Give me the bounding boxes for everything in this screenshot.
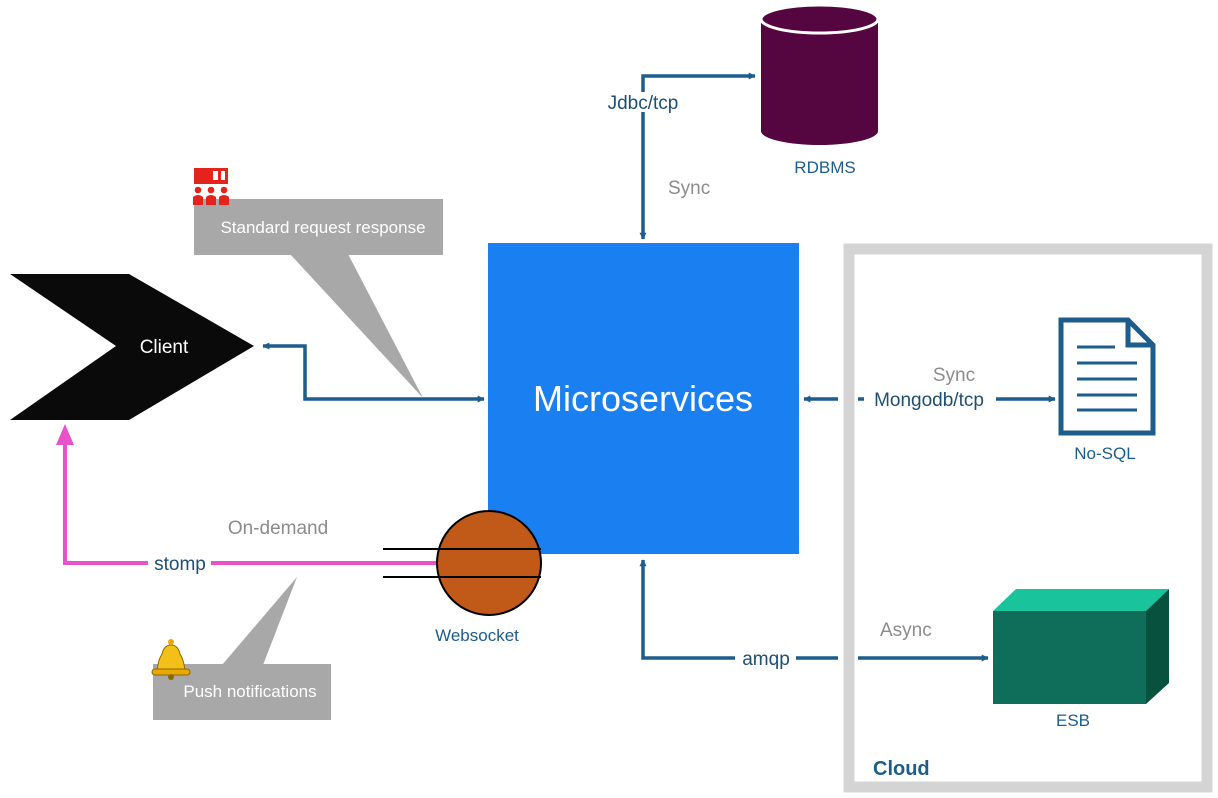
client-chevron — [10, 274, 254, 420]
jdbc-arrow-to-rdbms — [641, 72, 756, 92]
amqp-label: amqp — [742, 649, 790, 670]
microservices-label: Microservices — [533, 378, 753, 419]
esb-label: ESB — [1056, 711, 1090, 730]
audience-icon — [193, 168, 229, 205]
cloud-label: Cloud — [873, 758, 930, 780]
stomp-arrowhead — [56, 424, 74, 445]
rdbms-label: RDBMS — [794, 158, 855, 177]
standard-callout — [194, 199, 443, 398]
nosql-label: No-SQL — [1074, 444, 1135, 463]
client-microservices-arrow — [262, 342, 485, 403]
amqp-mode-label: Async — [880, 620, 932, 641]
stomp-line-to-client — [63, 440, 148, 565]
jdbc-label: Jdbc/tcp — [608, 93, 679, 114]
push-callout-text: Push notifications — [183, 682, 316, 701]
amqp-arrow-to-microservices — [639, 559, 735, 660]
mongodb-label: Mongodb/tcp — [874, 390, 984, 411]
jdbc-mode-label: Sync — [668, 178, 710, 199]
mongodb-mode-label: Sync — [933, 365, 975, 386]
stomp-label: stomp — [154, 554, 206, 575]
standard-callout-text: Standard request response — [220, 218, 425, 237]
bell-icon — [151, 639, 191, 680]
client-label: Client — [140, 337, 189, 358]
cloud-container — [843, 243, 1213, 793]
stomp-mode-label: On-demand — [228, 518, 328, 539]
websocket-label: Websocket — [435, 626, 519, 645]
document-icon — [1058, 317, 1156, 436]
esb-cuboid — [993, 589, 1169, 704]
microservices-box — [488, 243, 799, 554]
websocket-ball — [383, 510, 542, 616]
rdbms-cylinder — [759, 3, 880, 145]
